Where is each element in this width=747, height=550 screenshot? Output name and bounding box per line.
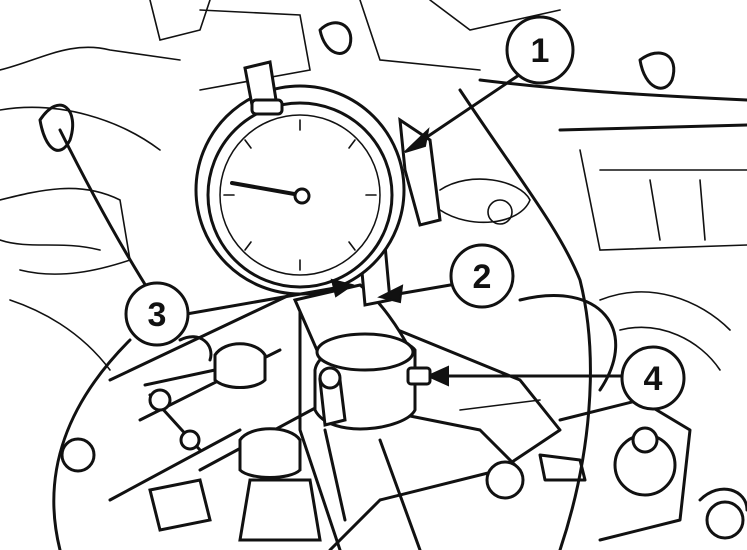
callout-1: 1 <box>505 15 575 85</box>
callout-2-label: 2 <box>473 258 492 296</box>
callout-4: 4 <box>620 345 686 411</box>
callout-1-label: 1 <box>531 32 550 70</box>
callout-2: 2 <box>449 243 515 309</box>
callout-3-label: 3 <box>148 296 167 334</box>
gauge-adapter <box>292 283 417 522</box>
callout-leaders <box>173 71 632 387</box>
dial-scale-ticks <box>223 119 377 271</box>
callout-4-label: 4 <box>644 360 663 398</box>
injection-pump-body <box>108 288 587 550</box>
callout-3: 3 <box>124 281 190 347</box>
dial-indicator-gauge <box>194 60 442 307</box>
